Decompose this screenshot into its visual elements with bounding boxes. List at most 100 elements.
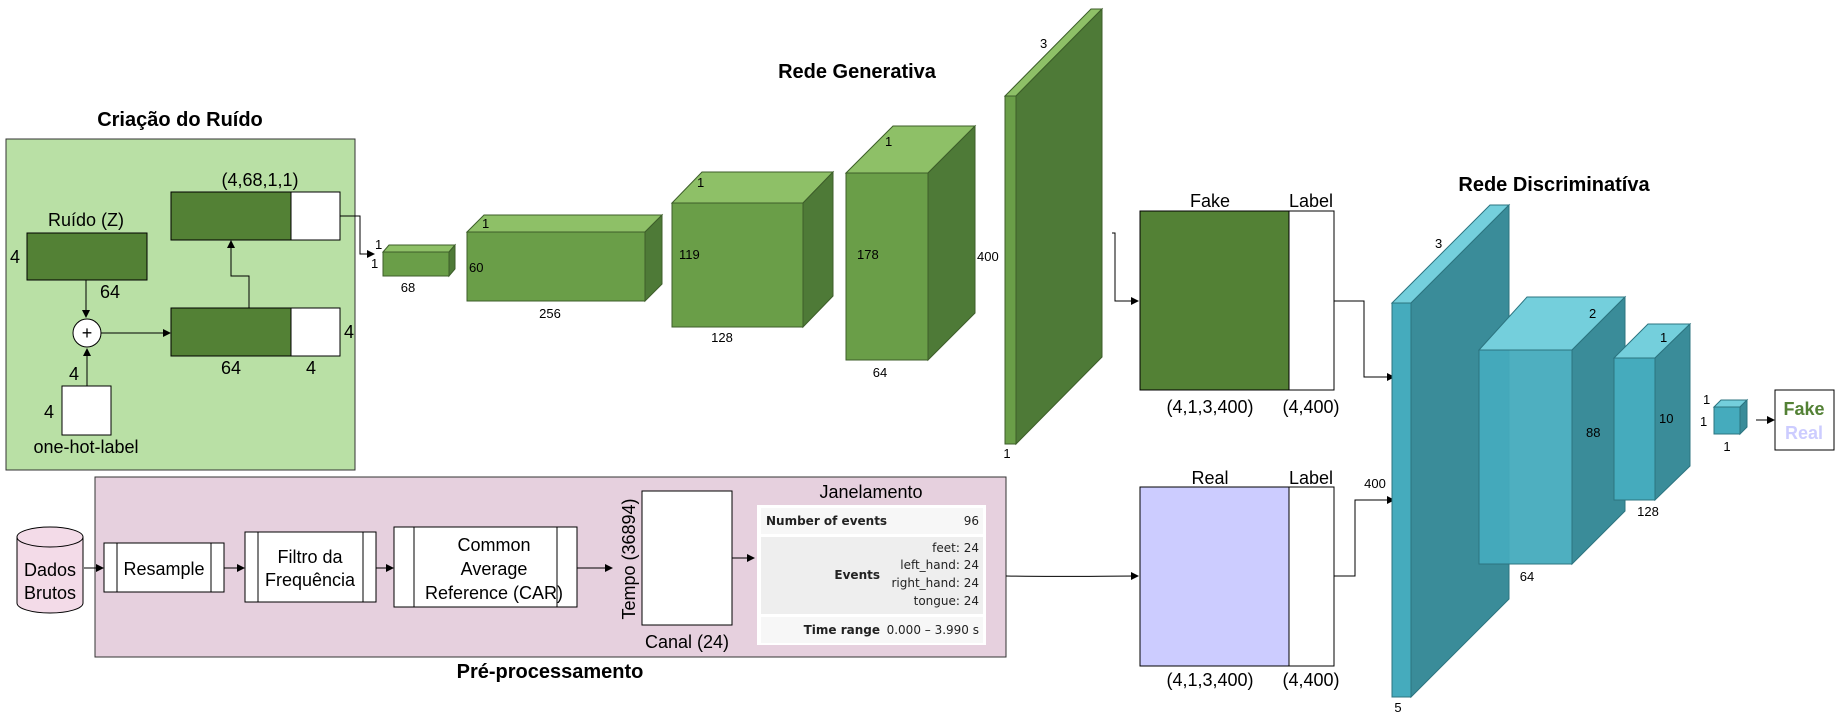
output-real: Real — [1785, 423, 1823, 443]
car-step: Common Average Reference (CAR) — [393, 526, 578, 608]
time-range-value: 0.000 – 3.990 s — [887, 623, 979, 637]
event-tongue: tongue: 24 — [914, 594, 979, 608]
disc-b2-top: 2 — [1589, 306, 1596, 321]
disc-b4-top: 1 — [1703, 392, 1710, 407]
real-label-block — [1288, 486, 1335, 667]
event-left-hand: left_hand: 24 — [900, 558, 979, 572]
gen-b1-bottom: 68 — [401, 280, 415, 295]
car-line1: Common — [457, 535, 530, 555]
concat-rows: 4 — [344, 322, 354, 342]
gen-b2-top: 1 — [482, 216, 489, 231]
arrow-generator-to-fake — [1112, 232, 1139, 305]
generator-section: Rede Generativa 1 1 68 1 60 256 1 119 12… — [371, 7, 1139, 461]
gen-b4-top: 1 — [885, 134, 892, 149]
disc-b1-top: 3 — [1435, 236, 1442, 251]
windowing-step: Janelamento Number of events 96 Events f… — [757, 482, 986, 645]
discriminator-title: Rede Discriminatíva — [1458, 174, 1650, 196]
raw-line2: Brutos — [24, 583, 76, 603]
gen-b5-left: 400 — [977, 249, 999, 264]
raw-line1: Dados — [24, 560, 76, 580]
noise-z-rows: 4 — [10, 247, 20, 267]
real-title: Real — [1191, 468, 1228, 488]
disc-b2-bottom: 64 — [1520, 569, 1534, 584]
time-range-label: Time range — [804, 623, 880, 637]
output-box — [1774, 389, 1835, 451]
gen-block-3: 1 119 128 — [679, 175, 733, 345]
disc-block-1: 3 5 — [1394, 236, 1442, 715]
filter-step: Filtro da Frequência — [244, 531, 377, 603]
arrow-noise-to-generator — [340, 215, 375, 258]
gen-b1-left: 1 — [371, 256, 378, 271]
gen-b3-bottom: 128 — [711, 330, 733, 345]
noise-z-cols: 64 — [100, 282, 120, 302]
gen-b2-bottom: 256 — [539, 306, 561, 321]
disc-b3-top: 1 — [1660, 330, 1667, 345]
disc-block-4: 1 1 1 — [1700, 392, 1731, 454]
one-hot-block — [61, 385, 112, 436]
real-label-title: Label — [1289, 468, 1333, 488]
generator-title: Rede Generativa — [778, 61, 937, 83]
fake-sample: Fake Label (4,1,3,400) (4,400) — [1139, 191, 1395, 417]
one-hot-name: one-hot-label — [33, 437, 138, 457]
gen-b2-left: 60 — [469, 260, 483, 275]
real-label-shape: (4,400) — [1282, 670, 1339, 690]
disc-b3-bottom: 128 — [1637, 504, 1659, 519]
fake-title: Fake — [1190, 191, 1230, 211]
window-title: Janelamento — [819, 482, 922, 502]
channel-axis-label: Canal (24) — [645, 632, 729, 652]
noise-z-block — [26, 232, 148, 281]
raw-data-cylinder: Dados Brutos — [16, 526, 84, 614]
car-line3: Reference (CAR) — [425, 583, 563, 603]
time-axis-label: Tempo (36894) — [619, 498, 639, 619]
fake-label-shape: (4,400) — [1282, 397, 1339, 417]
disc-block-2: 2 88 64 — [1520, 306, 1601, 584]
fake-label-title: Label — [1289, 191, 1333, 211]
real-shape: (4,1,3,400) — [1166, 670, 1253, 690]
disc-b1-bottom: 5 — [1394, 700, 1401, 715]
concat-z-dim: 64 — [221, 358, 241, 378]
gen-b4-bottom: 64 — [873, 365, 887, 380]
event-right-hand: right_hand: 24 — [891, 576, 979, 590]
event-feet: feet: 24 — [932, 541, 979, 555]
arrow-real-to-discriminator — [1334, 496, 1395, 577]
disc-b4-left: 1 — [1700, 414, 1707, 429]
events-count: 96 — [964, 514, 979, 528]
disc-b3-right: 10 — [1659, 411, 1673, 426]
noise-section: Criação do Ruído Ruído (Z) 4 64 + 4 4 on… — [5, 109, 375, 471]
fake-shape: (4,1,3,400) — [1166, 397, 1253, 417]
arrow-fake-to-discriminator — [1334, 300, 1395, 381]
concat-z-part — [170, 307, 292, 357]
events-label: Events — [834, 568, 880, 582]
concat-label-part — [290, 307, 341, 357]
preprocess-section: Pré-processamento Dados Brutos Resample … — [16, 476, 1139, 683]
gen-block-2: 1 60 256 — [469, 216, 561, 321]
one-hot-cols: 4 — [69, 364, 79, 384]
noise-out-z-part — [170, 191, 292, 241]
gen-b3-left: 119 — [679, 247, 700, 262]
noise-title: Criação do Ruído — [97, 109, 263, 131]
real-data-block — [1139, 486, 1290, 667]
gen-block-4: 1 178 64 — [857, 134, 892, 380]
fake-label-block — [1288, 210, 1335, 391]
gen-b5-bottom: 1 — [1003, 446, 1010, 461]
noise-z-label: Ruído (Z) — [48, 210, 124, 230]
preprocess-title: Pré-processamento — [457, 661, 644, 683]
noise-out-label-part — [290, 191, 341, 241]
gen-block-5: 3 400 1 — [977, 36, 1047, 461]
one-hot-rows: 4 — [44, 402, 54, 422]
filter-line1: Filtro da — [277, 547, 343, 567]
disc-input-label: 400 — [1364, 476, 1386, 491]
output-fake: Fake — [1783, 399, 1824, 419]
resample-label: Resample — [123, 559, 204, 579]
gen-b5-top: 3 — [1040, 36, 1047, 51]
gen-b1-top: 1 — [375, 237, 382, 252]
disc-block-3: 1 10 128 — [1637, 330, 1673, 519]
gen-block-1: 1 1 68 — [371, 237, 415, 295]
disc-b2-right: 88 — [1586, 425, 1600, 440]
events-count-label: Number of events — [766, 514, 887, 528]
noise-out-shape: (4,68,1,1) — [221, 170, 298, 190]
noise-panel — [5, 138, 356, 471]
disc-b4-bottom: 1 — [1723, 439, 1730, 454]
car-line2: Average — [461, 559, 528, 579]
